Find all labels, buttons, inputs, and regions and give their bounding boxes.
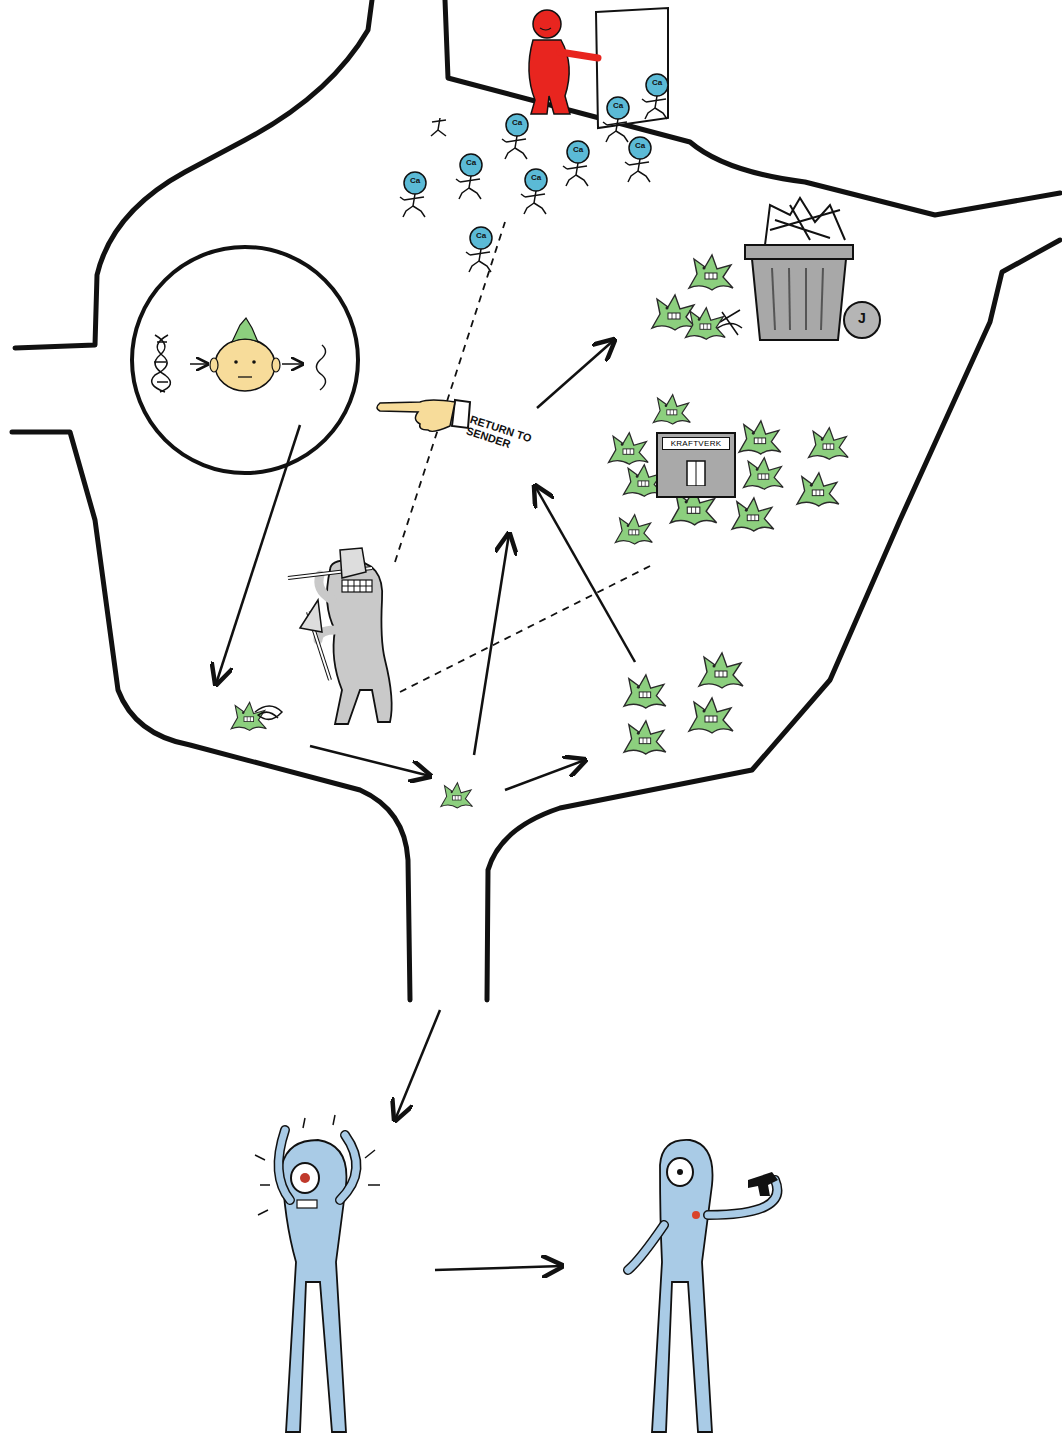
protein-blobs [231, 255, 848, 808]
building-sign: KRAFTVERK [662, 437, 730, 450]
ion-symbol: Ca [646, 79, 668, 87]
sleeve-text: RETURN TO SENDER [465, 414, 535, 456]
nucleus [132, 247, 358, 473]
power-plant-building: KRAFTVERK [656, 432, 736, 498]
ribosome-face [210, 318, 280, 391]
pointing-hand [377, 400, 470, 431]
ion-symbol: Ca [460, 159, 482, 167]
calcium-runners [400, 74, 668, 272]
ion-symbol: Ca [567, 146, 589, 154]
cell-outline [12, 0, 1060, 1000]
flow-arrows [216, 340, 635, 1270]
stressed-cell [255, 1115, 380, 1432]
ion-symbol: Ca [506, 119, 528, 127]
ion-symbol: Ca [629, 142, 651, 150]
ion-symbol: Ca [404, 177, 426, 185]
ion-symbol: Ca [525, 174, 547, 182]
mrna-strand [316, 345, 325, 390]
door-split [696, 461, 697, 486]
gatekeeper [529, 8, 668, 128]
apoptotic-cell [628, 1140, 778, 1432]
dna-helix [152, 335, 171, 392]
axe-monster [288, 548, 392, 724]
door-rect [687, 461, 705, 486]
building-door [686, 460, 706, 486]
coin-mark: J [852, 311, 872, 326]
dashed-link [395, 222, 652, 692]
ion-symbol: Ca [470, 232, 492, 240]
trash-can [715, 198, 880, 340]
process-arrow [190, 363, 208, 365]
ion-symbol: Ca [607, 102, 629, 110]
process-arrow [282, 363, 303, 365]
